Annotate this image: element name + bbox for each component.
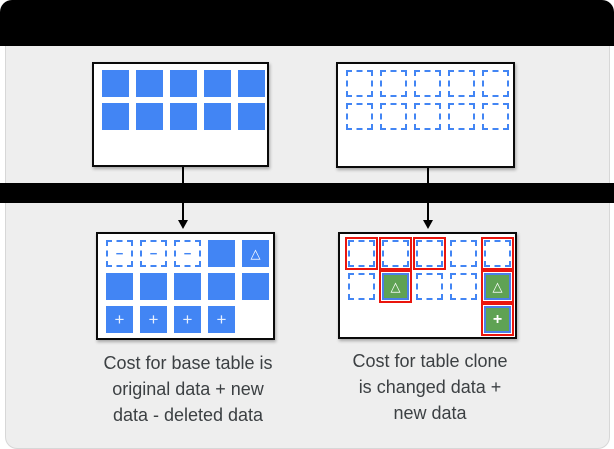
data-block-solid-plus: + bbox=[174, 306, 201, 333]
data-block-solid-triangle: △ bbox=[242, 240, 269, 267]
data-block-solid-plus: + bbox=[140, 306, 167, 333]
caption-line: is changed data + bbox=[358, 377, 502, 397]
data-block-solid bbox=[204, 70, 231, 97]
block-row bbox=[345, 237, 515, 270]
plus-icon: + bbox=[182, 310, 193, 329]
data-block-dashed bbox=[346, 70, 373, 97]
block-row bbox=[102, 103, 267, 130]
base-table-result-blocks: − − − △ + + + + bbox=[98, 234, 273, 338]
minus-icon: − bbox=[183, 246, 192, 261]
data-block-solid bbox=[208, 273, 235, 300]
data-block-solid bbox=[102, 70, 129, 97]
caption-line: data - deleted data bbox=[112, 405, 264, 425]
data-block-dashed-red bbox=[413, 237, 446, 270]
minus-icon: − bbox=[149, 246, 158, 261]
data-block-dashed bbox=[450, 273, 477, 300]
data-block-green-plus-red: + bbox=[481, 303, 514, 336]
data-block-solid bbox=[102, 103, 129, 130]
caption-base-table-cost: Cost for base table is original data + n… bbox=[78, 350, 298, 428]
data-block-solid bbox=[208, 240, 235, 267]
caption-line: new data bbox=[393, 403, 467, 423]
data-block-solid bbox=[204, 103, 231, 130]
data-block-solid-plus: + bbox=[208, 306, 235, 333]
top-redacted-bar bbox=[0, 0, 614, 46]
block-row: − − − △ bbox=[106, 240, 273, 267]
block-row bbox=[106, 273, 273, 300]
data-block-solid bbox=[238, 70, 265, 97]
data-block-solid bbox=[242, 273, 269, 300]
data-block-solid bbox=[136, 103, 163, 130]
block-row bbox=[346, 103, 513, 130]
data-block-dashed bbox=[414, 103, 441, 130]
table-clone-blocks bbox=[338, 64, 513, 166]
minus-icon: − bbox=[115, 246, 124, 261]
plus-icon: + bbox=[492, 310, 503, 328]
plus-icon: + bbox=[216, 310, 227, 329]
data-block-green-triangle-red: △ bbox=[379, 270, 412, 303]
block-row bbox=[102, 70, 267, 97]
data-block-dashed-red bbox=[379, 237, 412, 270]
base-table-blocks bbox=[94, 64, 267, 165]
block-row: △△ bbox=[348, 270, 515, 303]
data-block-dashed bbox=[346, 103, 373, 130]
block-row bbox=[346, 70, 513, 97]
data-block-solid-plus: + bbox=[106, 306, 133, 333]
block-row: + + + + bbox=[106, 306, 273, 333]
triangle-icon: △ bbox=[390, 279, 401, 294]
data-block-dashed-red bbox=[481, 237, 514, 270]
data-block-dashed-red bbox=[345, 237, 378, 270]
data-block-dashed-minus: − bbox=[174, 240, 201, 267]
data-block-dashed-minus: − bbox=[106, 240, 133, 267]
arrow-head-icon bbox=[423, 220, 433, 229]
table-clone-result-box: △△+ bbox=[338, 232, 517, 339]
arrow-head-icon bbox=[178, 220, 188, 229]
data-block-dashed bbox=[380, 70, 407, 97]
data-block-dashed bbox=[448, 103, 475, 130]
plus-icon: + bbox=[114, 310, 125, 329]
data-block-dashed bbox=[482, 103, 509, 130]
data-block-dashed bbox=[450, 240, 477, 267]
data-block-green-triangle-red: △ bbox=[481, 270, 514, 303]
data-block-solid bbox=[106, 273, 133, 300]
data-block-solid bbox=[174, 273, 201, 300]
data-block-dashed bbox=[482, 70, 509, 97]
triangle-icon: △ bbox=[492, 279, 503, 294]
data-block-dashed bbox=[448, 70, 475, 97]
data-block-dashed bbox=[348, 273, 375, 300]
base-table-box bbox=[92, 62, 269, 167]
base-table-result-box: − − − △ + + + + bbox=[96, 232, 275, 340]
middle-redacted-bar bbox=[0, 183, 614, 203]
block-row: + bbox=[348, 303, 515, 336]
data-block-solid bbox=[136, 70, 163, 97]
data-block-solid bbox=[170, 70, 197, 97]
data-block-solid bbox=[170, 103, 197, 130]
data-block-dashed bbox=[380, 103, 407, 130]
data-block-solid bbox=[238, 103, 265, 130]
data-block-solid bbox=[140, 273, 167, 300]
caption-line: Cost for base table is bbox=[103, 353, 273, 373]
plus-icon: + bbox=[148, 310, 159, 329]
caption-line: original data + new bbox=[112, 379, 264, 399]
data-block-dashed bbox=[416, 273, 443, 300]
data-block-dashed-minus: − bbox=[140, 240, 167, 267]
triangle-icon: △ bbox=[250, 246, 261, 261]
caption-table-clone-cost: Cost for table clone is changed data + n… bbox=[324, 348, 536, 426]
table-clone-box bbox=[336, 62, 515, 168]
table-clone-result-blocks: △△+ bbox=[340, 234, 515, 337]
data-block-dashed bbox=[414, 70, 441, 97]
caption-line: Cost for table clone bbox=[352, 351, 508, 371]
